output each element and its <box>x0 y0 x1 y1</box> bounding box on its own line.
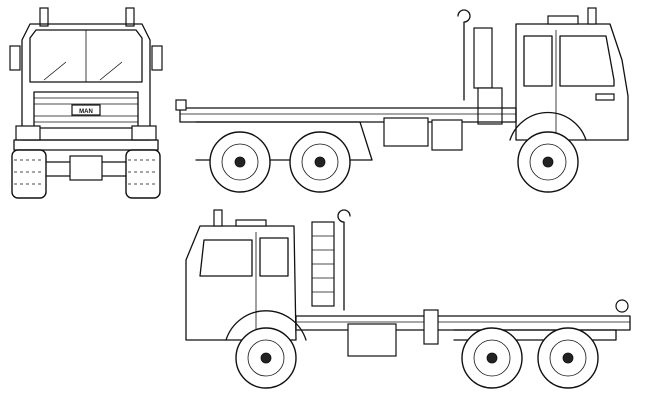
crane-column <box>473 27 493 89</box>
crane-hook-2 <box>337 209 351 311</box>
chassis-deck-2 <box>295 315 631 331</box>
beacon-left <box>39 7 49 27</box>
fuel-tank-2 <box>347 323 397 357</box>
crane-column-ribs <box>312 235 334 293</box>
grille <box>33 91 139 129</box>
side-window-door-2 <box>199 239 253 277</box>
side-window-rear <box>523 35 553 87</box>
front-wheel-arch-2 <box>225 310 307 341</box>
front-bumper <box>13 139 159 151</box>
air-tank <box>477 87 503 125</box>
headlight-left <box>15 125 41 141</box>
rear-mudguard-frame <box>195 121 373 161</box>
brand-badge <box>71 104 101 116</box>
door-handle <box>595 93 615 101</box>
crane-hook <box>457 9 471 101</box>
beacon-right <box>125 7 135 27</box>
tail-light <box>175 99 187 111</box>
side-cab-outline <box>515 23 629 141</box>
front-wheel-arch <box>509 111 587 141</box>
mirror-left <box>9 45 21 71</box>
fuel-tank <box>383 117 429 147</box>
side-beacon <box>587 7 597 25</box>
mirror-right <box>151 45 163 71</box>
rear-mudguard-frame-2 <box>453 329 617 341</box>
wipers <box>43 61 123 81</box>
side-cab-outline-2 <box>185 225 297 341</box>
chassis-deck <box>179 107 517 123</box>
headlight-right <box>131 125 157 141</box>
brand-badge-text: MAN <box>79 109 93 115</box>
right-side-view <box>185 209 631 389</box>
front-tyre-left <box>11 149 47 199</box>
side-window-door <box>559 35 615 87</box>
windscreen <box>29 29 143 83</box>
roof-hatch-2 <box>235 219 267 227</box>
grille-bars <box>34 97 138 123</box>
roof-hatch <box>547 15 579 25</box>
tyre-treads <box>14 159 158 185</box>
side-window-rear-2 <box>259 237 289 277</box>
differential <box>69 155 103 181</box>
tail-light-2 <box>615 299 629 313</box>
side-beacon-2 <box>213 209 223 227</box>
tool-box <box>423 309 439 345</box>
left-side-view <box>175 7 629 193</box>
battery-box <box>431 119 463 151</box>
front-view: MAN <box>9 7 163 199</box>
front-tyre-right <box>125 149 161 199</box>
